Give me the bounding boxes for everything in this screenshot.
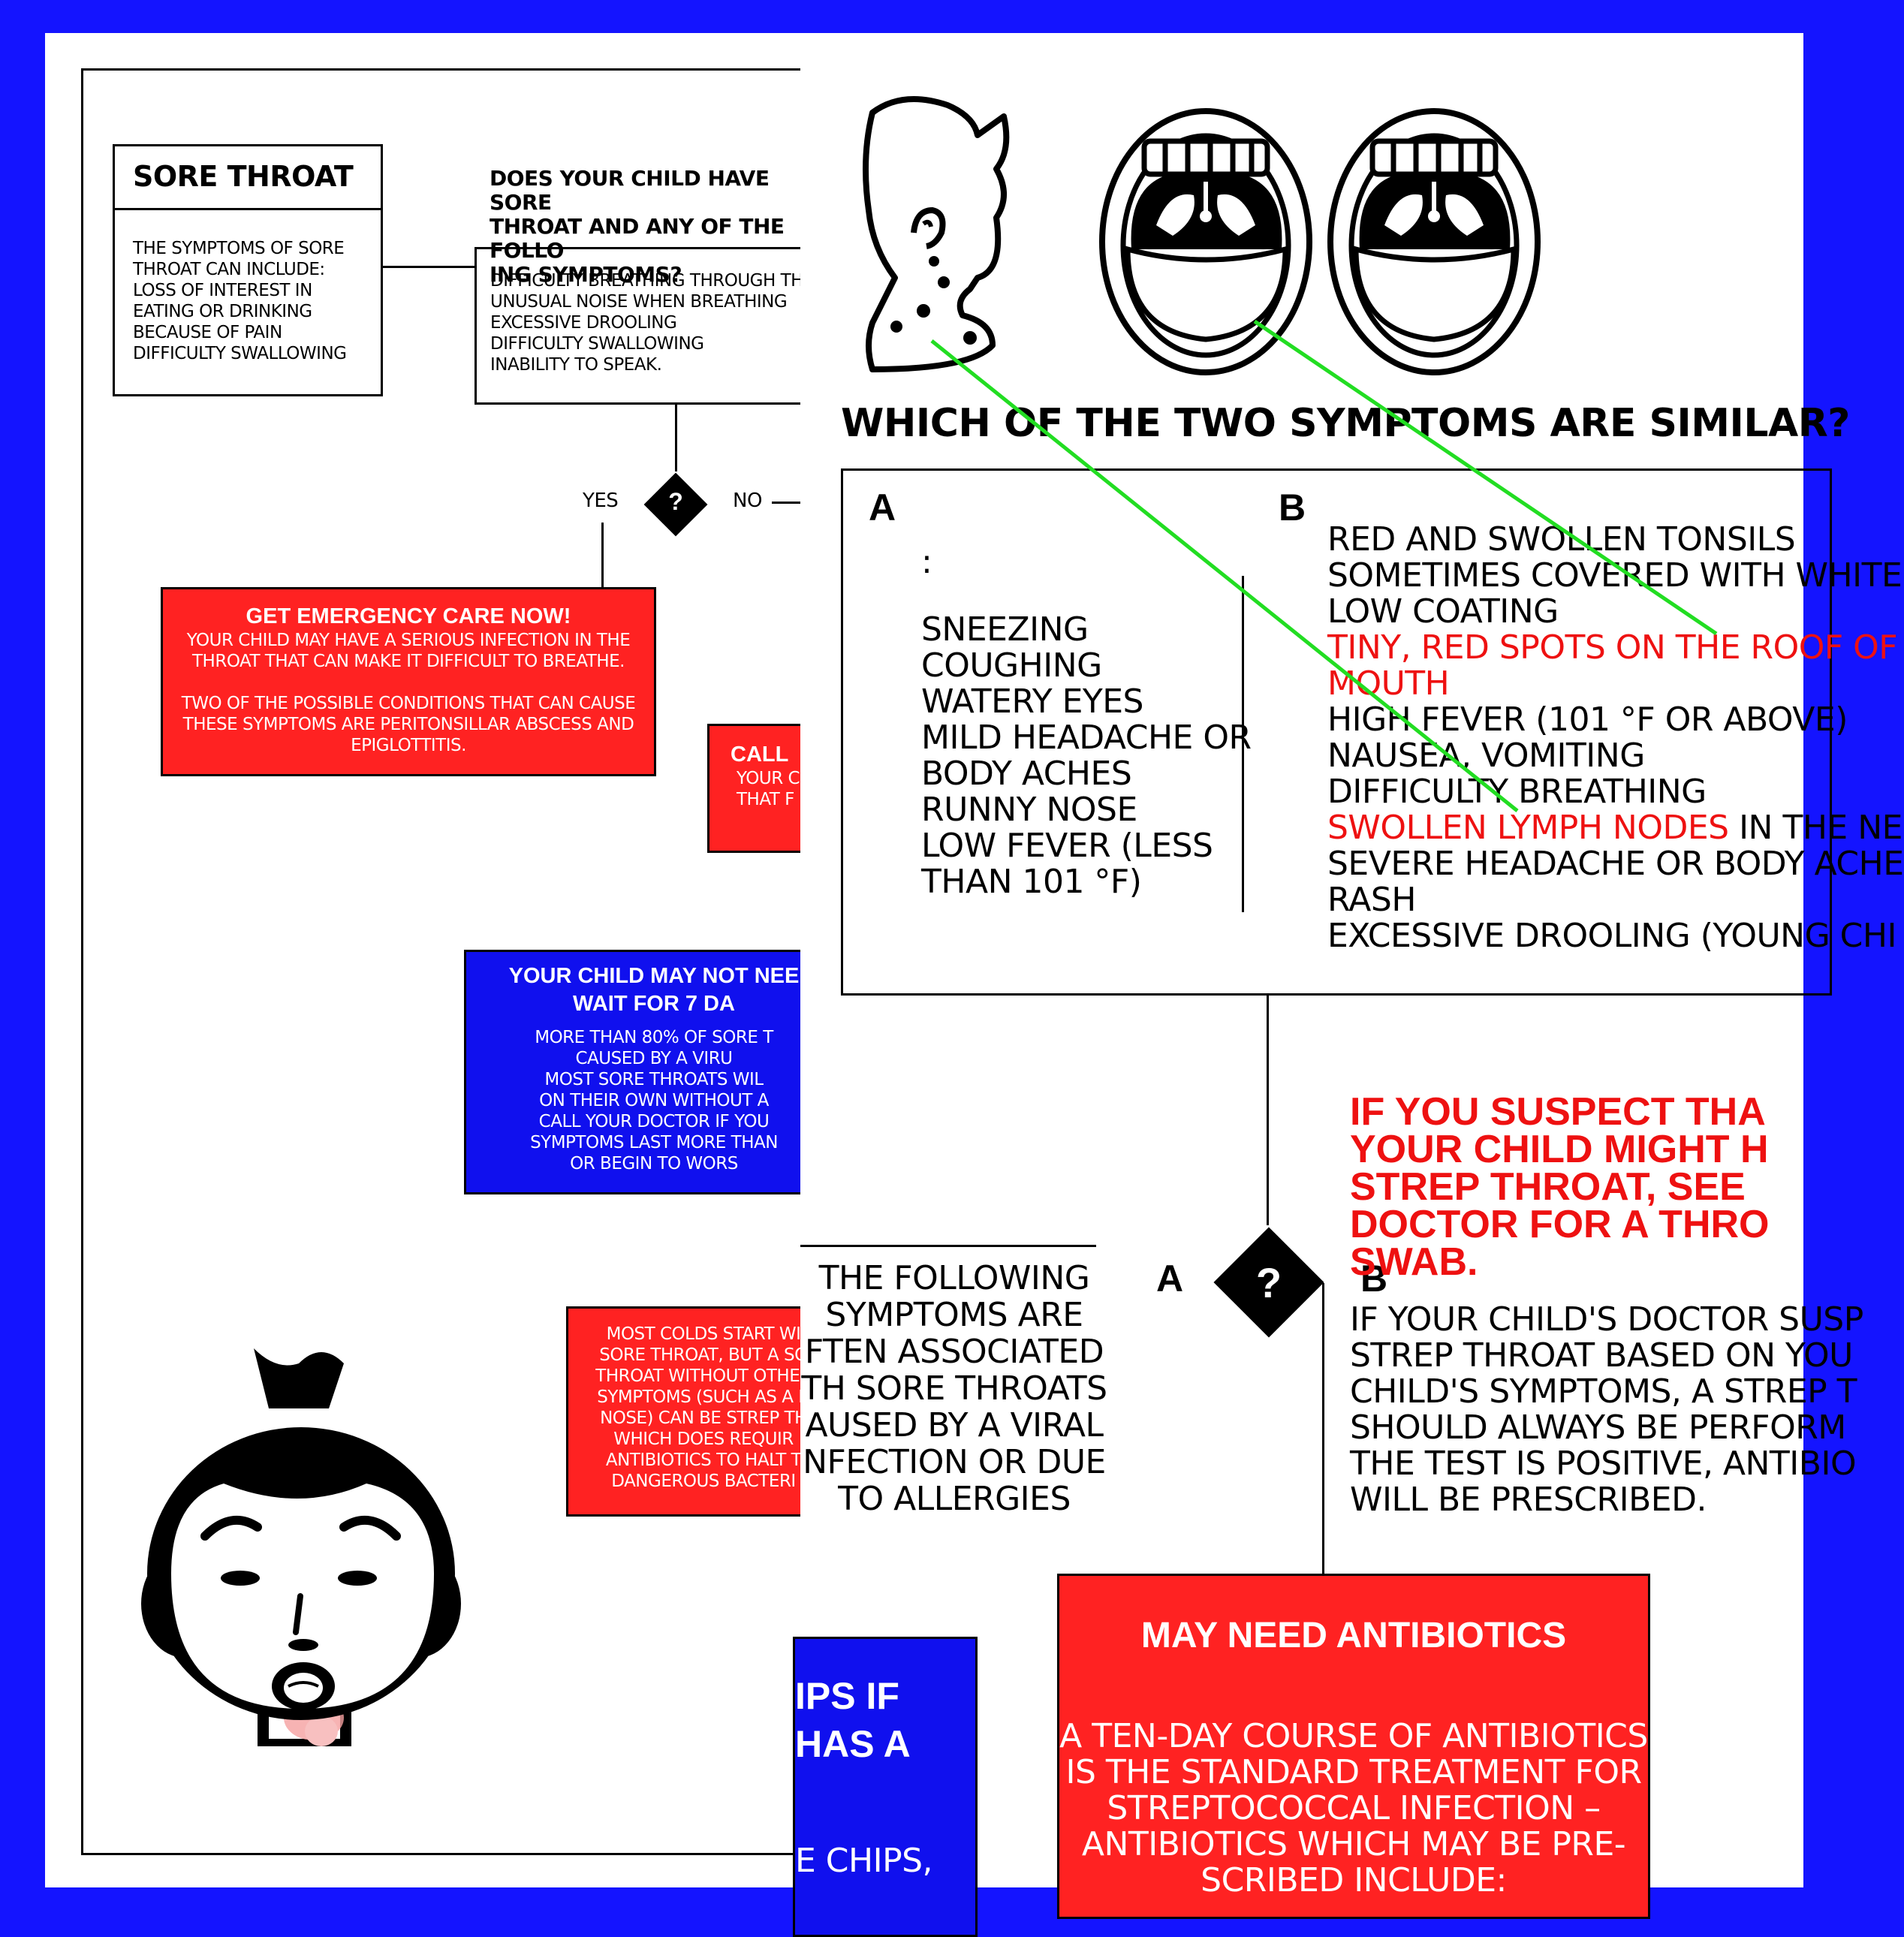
question-title: DOES YOUR CHILD HAVE SORE THROAT AND ANY… bbox=[490, 166, 785, 287]
branch-b-label: B bbox=[1360, 1258, 1388, 1300]
column-a-symptoms: SNEEZING COUGHING WATERY EYES MILD HEADA… bbox=[921, 610, 1252, 901]
green-connectors bbox=[930, 319, 1718, 812]
symptom: RASH bbox=[1327, 881, 1416, 919]
left-flowchart-sheet: SORE THROAT THE SYMPTOMS OF SORE THROAT … bbox=[45, 33, 907, 1887]
wait-body: MORE THAN 80% OF SORE T CAUSED BY A VIRU… bbox=[530, 1028, 778, 1173]
connector-mouth-to-red-spots bbox=[1253, 319, 1718, 636]
symptom: HIGH FEVER (101 °F OR ABOVE) bbox=[1327, 700, 1848, 739]
chips-box: IPS IF HAS A E CHIPS, bbox=[793, 1637, 978, 1937]
column-b-letter: B bbox=[1279, 487, 1306, 529]
connector-head-to-lymph-nodes bbox=[930, 339, 1519, 812]
column-a-colon: : bbox=[921, 543, 932, 581]
antibiotics-box: MAY NEED ANTIBIOTICS A TEN-DAY COURSE OF… bbox=[1057, 1574, 1650, 1919]
call-body: YOUR CH THAT F bbox=[737, 769, 812, 809]
colds-body: MOST COLDS START WI SORE THROAT, BUT A S… bbox=[595, 1324, 812, 1491]
emergency-box: GET EMERGENCY CARE NOW! YOUR CHILD MAY H… bbox=[161, 587, 656, 776]
symptom: DIFFICULTY BREATHING bbox=[1327, 773, 1707, 811]
branch-a-label: A bbox=[1156, 1258, 1184, 1300]
comparison-box: A B : SNEEZING COUGHING WATERY EYES MILD… bbox=[841, 468, 1904, 996]
column-divider bbox=[1242, 576, 1244, 912]
symptom-highlight: MOUTH bbox=[1327, 664, 1450, 703]
wait-title: YOUR CHILD MAY NOT NEE WAIT FOR 7 DA bbox=[508, 964, 800, 1016]
symptom: SEVERE HEADACHE OR BODY ACHE bbox=[1327, 845, 1904, 883]
decision-mark: ? bbox=[668, 488, 683, 515]
connector-line bbox=[772, 502, 802, 504]
yes-label: YES bbox=[583, 490, 619, 512]
symptom-highlight: SWOLLEN LYMPH NODES bbox=[1327, 809, 1729, 847]
antibiotics-body: A TEN-DAY COURSE OF ANTIBIOTICS IS THE S… bbox=[1059, 1717, 1648, 1899]
strep-heading: IF YOU SUSPECT THA YOUR CHILD MIGHT H ST… bbox=[1350, 1090, 1770, 1284]
connector-line bbox=[1322, 1283, 1324, 1576]
open-mouth-icon bbox=[1099, 108, 1312, 375]
decision-mark: ? bbox=[1255, 1259, 1282, 1306]
divider bbox=[115, 208, 381, 210]
emergency-body: YOUR CHILD MAY HAVE A SERIOUS INFECTION … bbox=[181, 631, 636, 755]
comparison-heading: WHICH OF THE TWO SYMPTOMS ARE SIMILAR? bbox=[841, 401, 1850, 446]
call-title: CALL bbox=[731, 743, 789, 767]
sore-throat-symptoms: THE SYMPTOMS OF SORE THROAT CAN INCLUDE:… bbox=[133, 239, 347, 363]
chips-title: IPS IF HAS A bbox=[795, 1675, 911, 1765]
wait-box: YOUR CHILD MAY NOT NEE WAIT FOR 7 DA MOR… bbox=[464, 950, 854, 1194]
right-comparison-sheet: WHICH OF THE TWO SYMPTOMS ARE SIMILAR? A… bbox=[793, 33, 1904, 1937]
open-mouth-spots-icon bbox=[1327, 108, 1541, 375]
symptom: LOW COATING bbox=[1327, 592, 1559, 631]
viral-infection-text: THE FOLLOWING SYMPTOMS ARE FTEN ASSOCIAT… bbox=[801, 1259, 1107, 1518]
emergency-title: GET EMERGENCY CARE NOW! bbox=[246, 604, 571, 628]
symptom-highlight: TINY, RED SPOTS ON THE ROOF OF bbox=[1327, 628, 1898, 667]
chips-body: E CHIPS, bbox=[795, 1842, 933, 1880]
antibiotics-title: MAY NEED ANTIBIOTICS bbox=[1140, 1616, 1567, 1655]
sick-child-icon bbox=[141, 1348, 461, 1746]
head-profile-icon bbox=[863, 96, 1010, 372]
symptom: NAUSEA, VOMITING bbox=[1327, 737, 1645, 775]
connector-line bbox=[1267, 996, 1269, 1225]
infographic-sheet: SORE THROAT THE SYMPTOMS OF SORE THROAT … bbox=[45, 33, 1904, 1937]
sore-throat-box: SORE THROAT THE SYMPTOMS OF SORE THROAT … bbox=[113, 144, 383, 396]
connector-line bbox=[601, 523, 604, 590]
connector-line bbox=[800, 1245, 1096, 1247]
column-b-symptoms: RED AND SWOLLEN TONSILS SOMETIMES COVERE… bbox=[1327, 522, 1904, 954]
connector-line bbox=[383, 266, 476, 268]
sore-throat-title: SORE THROAT bbox=[133, 160, 354, 193]
symptom: EXCESSIVE DROOLING (YOUNG CHI bbox=[1327, 917, 1896, 955]
connector-line bbox=[675, 404, 677, 471]
column-a-letter: A bbox=[869, 487, 896, 529]
question-symptoms: DIFFICULTY BREATHING THROUGH THE UNUSUAL… bbox=[490, 271, 814, 375]
no-label: NO bbox=[733, 490, 762, 512]
symptom: SWOLLEN LYMPH NODES IN THE NE bbox=[1327, 810, 1904, 846]
strep-body: IF YOUR CHILD'S DOCTOR SUSP STREP THROAT… bbox=[1350, 1300, 1863, 1519]
symptom-rest: IN THE NE bbox=[1728, 809, 1902, 847]
